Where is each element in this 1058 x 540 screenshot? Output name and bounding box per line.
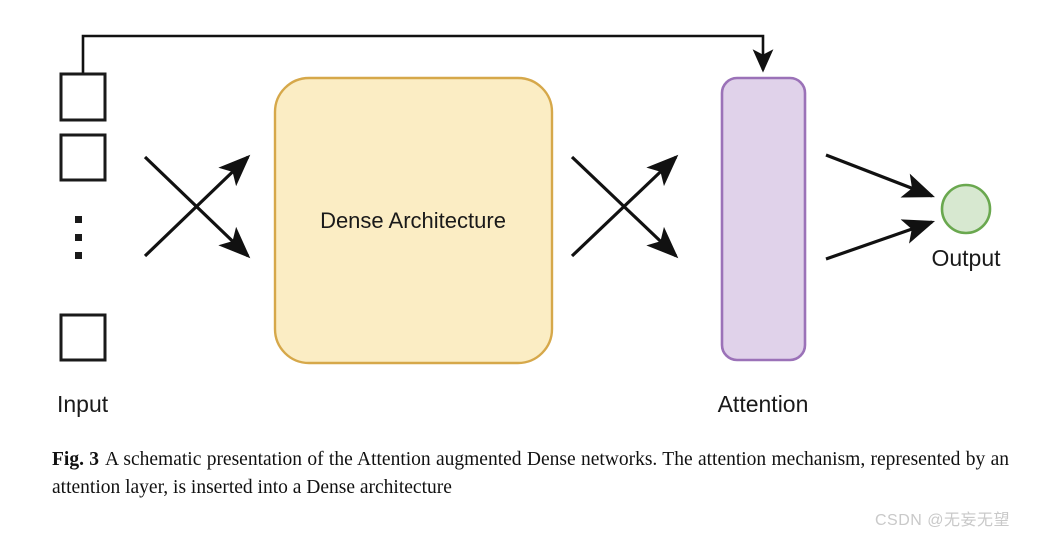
figure-caption-text: A schematic presentation of the Attentio… [52, 449, 1009, 498]
diagram-canvas: Dense Architecture Input Attention Outpu… [57, 34, 1001, 417]
input-node-n [59, 313, 107, 362]
input-node-1 [59, 72, 107, 122]
input-ellipsis-icon [75, 216, 82, 259]
dense-architecture-block[interactable] [273, 76, 554, 365]
input-node-2 [59, 133, 107, 182]
attention-block[interactable] [720, 76, 807, 362]
output-label: Output [931, 245, 1001, 271]
output-node[interactable] [940, 183, 992, 235]
dense-to-attention-arrow-up [570, 154, 679, 258]
input-to-dense-arrow-up [143, 154, 251, 258]
figure-diagram: Dense Architecture Input Attention Outpu… [57, 34, 1001, 417]
csdn-watermark: CSDN @无妄无望 [874, 512, 1010, 529]
dense-architecture-label: Dense Architecture [320, 208, 506, 233]
skip-connection-arrow [81, 34, 774, 74]
attention-to-output-arrow-top [825, 153, 935, 198]
attention-to-output-arrow-bottom [825, 219, 936, 261]
attention-label: Attention [718, 391, 809, 417]
figure-number: Fig. 3 [52, 449, 100, 470]
input-label: Input [57, 391, 109, 417]
